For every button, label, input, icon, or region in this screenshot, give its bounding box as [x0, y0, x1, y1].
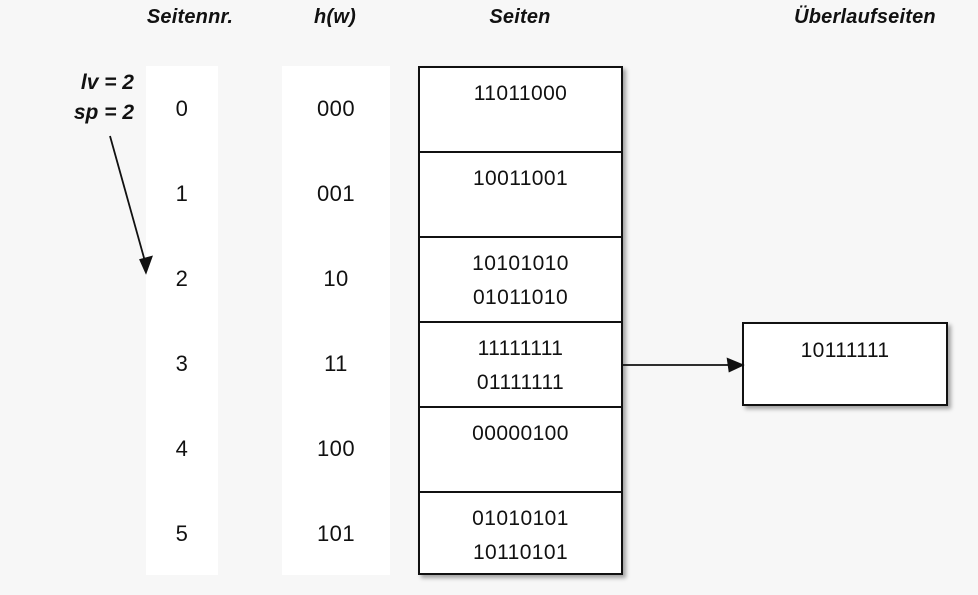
page-entry: 10011001 [472, 167, 569, 190]
hash-value-3: 11 [324, 350, 348, 376]
page-number-0: 0 [175, 95, 189, 121]
seitennr-column: 0 1 2 3 4 5 [146, 66, 218, 575]
page-entry: 10110101 [472, 541, 569, 564]
page-entry: 00000100 [472, 422, 569, 445]
overflow-link-arrow [623, 357, 745, 373]
column-header-seiten: Seiten [489, 6, 551, 28]
page-number-3: 3 [175, 350, 189, 376]
hash-value-1: 001 [317, 180, 355, 206]
page-row-1: 10011001 [420, 153, 621, 238]
parameter-annotations: lv = 2 sp = 2 [14, 68, 134, 128]
page-entry: 01011010 [472, 286, 569, 309]
page-number-5: 5 [175, 520, 189, 546]
hash-value-2: 10 [323, 265, 349, 291]
parameter-lv: lv = 2 [80, 71, 134, 94]
page-row-0: 11011000 [420, 68, 621, 153]
hash-value-column: 000 001 10 11 100 101 [282, 66, 390, 575]
column-header-ueberlaufseiten: Überlaufseiten [794, 6, 936, 28]
page-entry: 11011000 [473, 82, 568, 105]
page-entry: 01010101 [472, 507, 569, 530]
page-entry: 10101010 [472, 252, 569, 275]
column-header-hw: h(w) [314, 6, 356, 28]
overflow-page-0: 10111111 [742, 322, 948, 406]
hash-value-4: 100 [317, 435, 355, 461]
page-row-4: 00000100 [420, 408, 621, 493]
seiten-box: 11011000 10011001 10101010 01011010 1111… [418, 66, 623, 575]
page-number-4: 4 [175, 435, 189, 461]
parameter-sp: sp = 2 [73, 101, 134, 124]
column-header-seitennr: Seitennr. [146, 6, 234, 28]
page-entry: 11111111 [477, 337, 564, 360]
page-number-1: 1 [175, 180, 189, 206]
page-entry: 01111111 [476, 371, 565, 394]
hash-value-5: 101 [317, 520, 355, 546]
hash-value-0: 000 [317, 95, 355, 121]
page-number-2: 2 [175, 265, 189, 291]
page-row-3: 11111111 01111111 [420, 323, 621, 408]
page-row-2: 10101010 01011010 [420, 238, 621, 323]
page-row-5: 01010101 10110101 [420, 493, 621, 578]
overflow-entry: 10111111 [800, 339, 890, 362]
